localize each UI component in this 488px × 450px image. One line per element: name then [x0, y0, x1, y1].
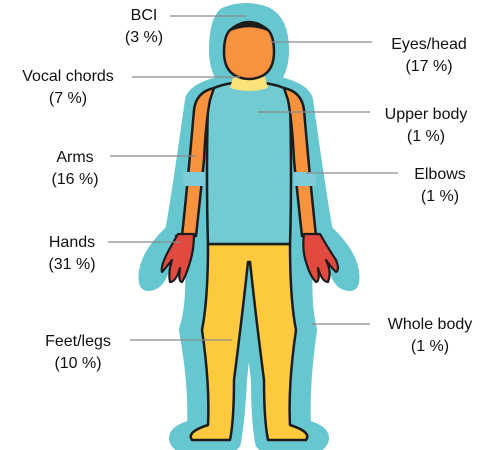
label-bci: BCI (3 %)	[106, 5, 182, 49]
elbow-band-left	[183, 172, 205, 186]
label-vocal-chords-name: Vocal chords	[6, 66, 130, 88]
label-whole-body-name: Whole body	[372, 314, 488, 336]
elbow-band-right	[294, 172, 316, 186]
label-upper-body-name: Upper body	[368, 104, 484, 126]
label-eyes-head-name: Eyes/head	[370, 34, 488, 56]
label-elbows-percent: (1 %)	[398, 186, 482, 208]
label-feet-legs: Feet/legs (10 %)	[28, 331, 128, 375]
label-bci-name: BCI	[106, 5, 182, 27]
label-arms: Arms (16 %)	[40, 147, 110, 191]
label-feet-legs-name: Feet/legs	[28, 331, 128, 353]
label-bci-percent: (3 %)	[106, 27, 182, 49]
label-hands-percent: (31 %)	[36, 254, 108, 276]
label-eyes-head-percent: (17 %)	[370, 56, 488, 78]
label-whole-body: Whole body (1 %)	[372, 314, 488, 358]
label-eyes-head: Eyes/head (17 %)	[370, 34, 488, 78]
label-arms-percent: (16 %)	[40, 169, 110, 191]
label-upper-body: Upper body (1 %)	[368, 104, 484, 148]
label-whole-body-percent: (1 %)	[372, 336, 488, 358]
label-hands: Hands (31 %)	[36, 232, 108, 276]
label-vocal-chords-percent: (7 %)	[6, 88, 130, 110]
label-arms-name: Arms	[40, 147, 110, 169]
label-vocal-chords: Vocal chords (7 %)	[6, 66, 130, 110]
label-feet-legs-percent: (10 %)	[28, 353, 128, 375]
label-elbows: Elbows (1 %)	[398, 164, 482, 208]
label-upper-body-percent: (1 %)	[368, 126, 484, 148]
label-hands-name: Hands	[36, 232, 108, 254]
eyes-head-region	[224, 26, 274, 79]
label-elbows-name: Elbows	[398, 164, 482, 186]
upper-body-region	[207, 82, 291, 244]
